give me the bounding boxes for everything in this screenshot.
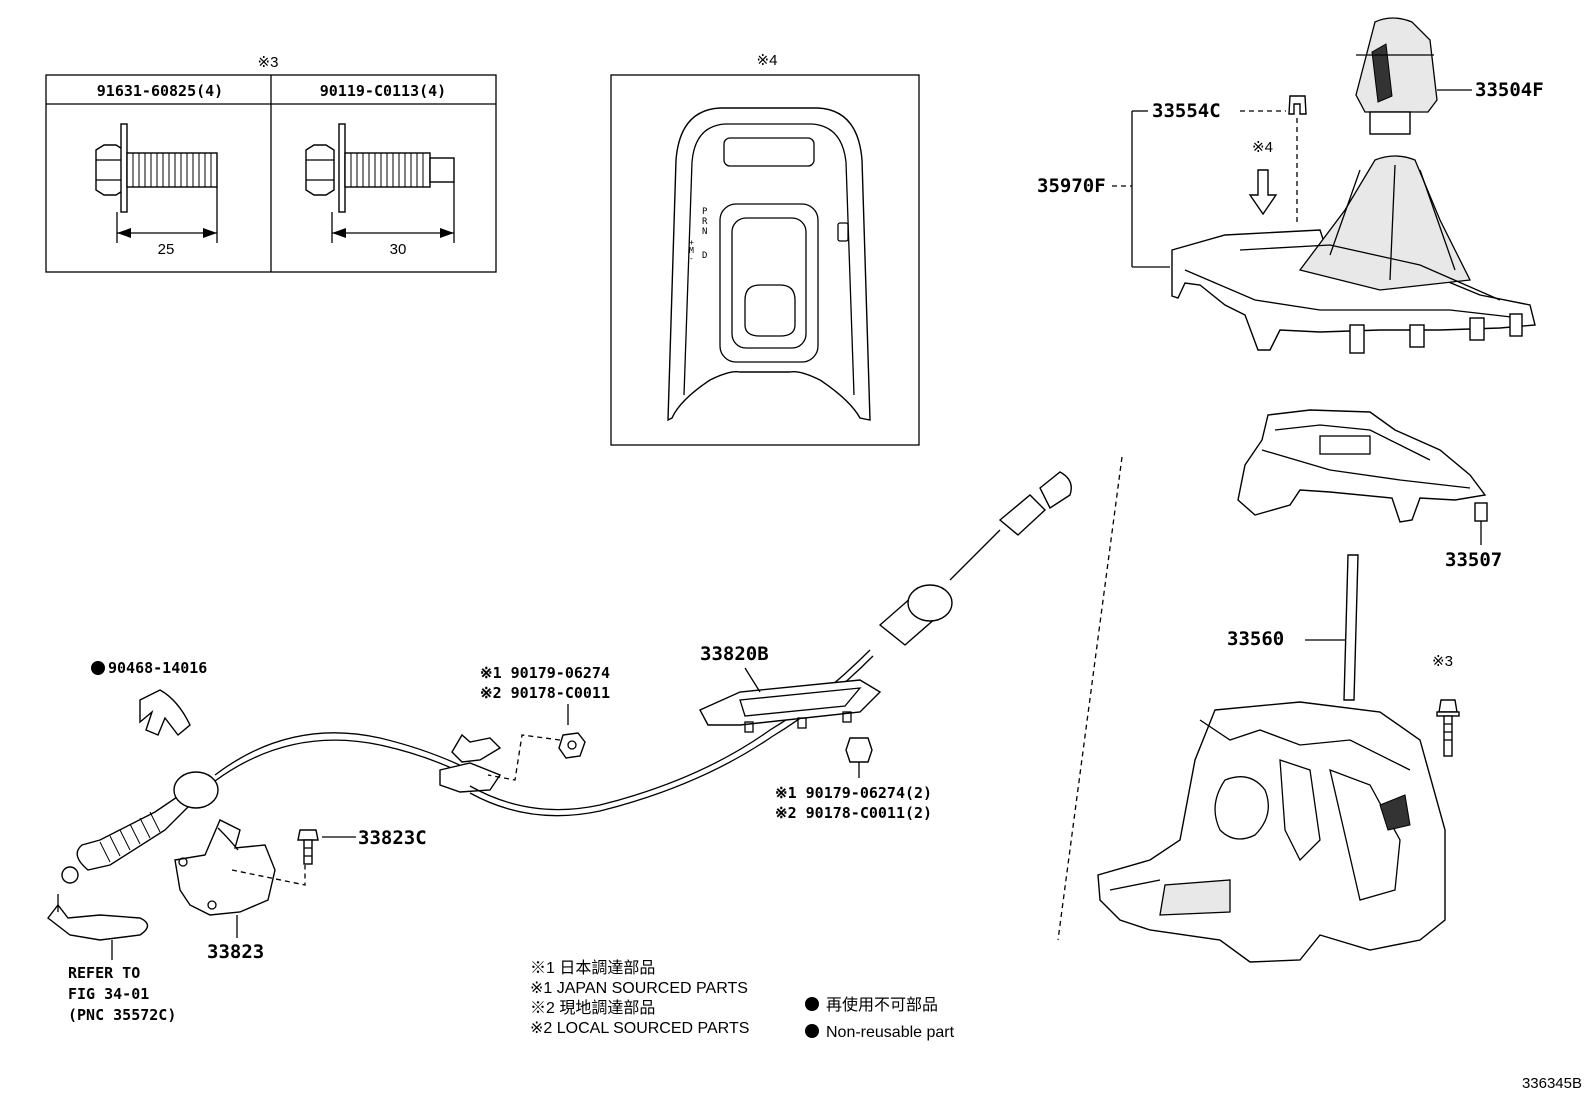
console-panel-detail: ※4 P R N D + M - <box>610 52 920 446</box>
shift-letter-plus: + <box>689 238 694 247</box>
bolt-33823C-icon <box>297 829 356 865</box>
legend: ※1 日本調達部品 ※1 JAPAN SOURCED PARTS ※2 現地調達… <box>530 959 955 1041</box>
nut-right-icon <box>845 737 873 778</box>
console-detail-mark: ※4 <box>757 52 778 69</box>
legend-dot-icon-1 <box>805 997 819 1011</box>
bolt-col1-length: 25 <box>158 241 175 258</box>
cable-clip-icon <box>451 733 502 763</box>
bracket-33823-icon <box>174 819 306 938</box>
label-33820B: 33820B <box>700 643 769 665</box>
legend-dot-icon-2 <box>805 1024 819 1038</box>
bolt-col1-header: 91631-60825(4) <box>97 82 223 100</box>
legend-l1: ※1 日本調達部品 <box>530 959 655 977</box>
lever-link-icon <box>47 894 149 960</box>
legend-l3: ※2 現地調達部品 <box>530 999 655 1017</box>
bolt-table-mark: ※3 <box>258 54 279 71</box>
label-33560: 33560 <box>1227 628 1284 650</box>
shift-knob-icon <box>1355 17 1472 135</box>
refer-line1: REFER TO <box>68 964 140 982</box>
view-arrow-icon <box>1248 169 1278 216</box>
nut-top-icon <box>558 732 586 759</box>
legend-l2: ※1 JAPAN SOURCED PARTS <box>530 980 748 997</box>
bolt-mark: ※3 <box>1432 653 1453 670</box>
legend-r2: Non-reusable part <box>826 1024 955 1041</box>
shift-lever-assy-icon <box>1097 554 1446 963</box>
shift-letter-d: D <box>702 251 707 261</box>
bolt-col2-header: 90119-C0113(4) <box>320 82 446 100</box>
shift-letter-minus: - <box>689 254 694 263</box>
shift-letter-m: M <box>689 246 694 255</box>
label-35970F: 35970F <box>1037 175 1106 197</box>
shift-indicator: P R N D + M - <box>689 207 708 263</box>
bolt-25-icon <box>95 123 218 243</box>
shift-letter-p: P <box>702 207 708 217</box>
cable-bracket-33820B-icon <box>699 679 882 733</box>
label-nut-top-2: ※2 90178-C0011 <box>480 684 610 702</box>
bolt-col2-length: 30 <box>390 241 407 258</box>
label-nut-right-1: ※1 90179-06274(2) <box>775 784 932 802</box>
non-reusable-dot-icon <box>91 661 105 675</box>
label-nut-top-1: ※1 90179-06274 <box>480 664 610 682</box>
label-33507: 33507 <box>1445 549 1502 571</box>
shift-boot-console-icon <box>1171 155 1536 354</box>
label-nut-right-2: ※2 90178-C0011(2) <box>775 804 932 822</box>
clip-33554C-icon <box>1240 95 1307 225</box>
label-33823: 33823 <box>207 941 264 963</box>
flange-bolt-icon <box>1436 699 1460 757</box>
legend-l4: ※2 LOCAL SOURCED PARTS <box>530 1020 749 1037</box>
figure-code: 336345B <box>1522 1075 1582 1092</box>
label-33504F: 33504F <box>1475 79 1544 101</box>
bolt-spec-table: ※3 91631-60825(4) 90119-C0113(4) <box>45 54 497 273</box>
bracket-33507-icon <box>1237 409 1488 545</box>
label-33554C: 33554C <box>1152 100 1221 122</box>
label-90468: 90468-14016 <box>108 659 207 677</box>
refer-line2: FIG 34-01 <box>68 985 149 1003</box>
arrow-mark: ※4 <box>1252 139 1273 156</box>
label-33823C: 33823C <box>358 827 427 849</box>
legend-r1: 再使用不可部品 <box>826 996 938 1014</box>
bolt-30-icon <box>305 123 455 243</box>
refer-line3: (PNC 35572C) <box>68 1006 176 1024</box>
shift-letter-r: R <box>702 217 708 227</box>
retaining-clip-icon <box>139 689 191 737</box>
shift-letter-n: N <box>702 227 707 237</box>
